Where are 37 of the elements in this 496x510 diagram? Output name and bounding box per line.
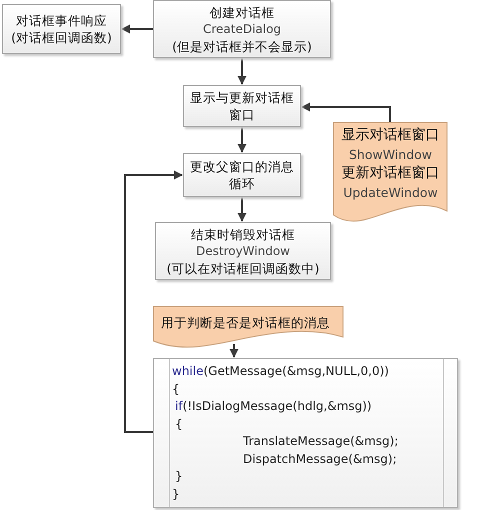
arrow xyxy=(238,197,246,222)
document-shape xyxy=(333,122,448,224)
label-text: 结束时销毁对话框 xyxy=(191,226,295,242)
label-text: (可以在对话框回调函数中) xyxy=(166,260,320,276)
process-box xyxy=(153,0,331,58)
process-box xyxy=(2,4,121,54)
label-text: DestroyWindow xyxy=(196,242,290,260)
process-box xyxy=(183,85,301,127)
label-text: 对话框事件响应(对话框回调函数) xyxy=(10,12,113,46)
arrow xyxy=(238,127,246,153)
code-line: if(!IsDialogMessage(hdlg,&msg)) xyxy=(175,399,372,414)
label-text: 创建对话框 xyxy=(210,4,274,20)
code-line: while(GetMessage(&msg,NULL,0,0)) xyxy=(172,364,389,379)
arrow xyxy=(121,24,153,34)
arrow xyxy=(238,58,246,85)
code-line: DispatchMessage(&msg); xyxy=(243,452,397,466)
label-text: 更改父窗口的消息循环 xyxy=(189,158,295,192)
label-text: 用于判断是否是对话框的消息 xyxy=(161,314,330,331)
code-line: TranslateMessage(&msg); xyxy=(243,434,398,449)
label-text: 显示与更新对话框窗口 xyxy=(189,89,295,123)
arrow xyxy=(230,344,238,358)
code-line: } xyxy=(175,469,183,484)
code-box xyxy=(153,358,458,508)
arrow xyxy=(301,102,391,124)
process-box xyxy=(183,153,301,197)
label-text: (但是对话框并不会显示) xyxy=(172,38,312,54)
label-text: UpdateWindow xyxy=(343,184,438,202)
label-text: 显示对话框窗口 xyxy=(342,126,440,145)
label-text: ShowWindow xyxy=(348,146,432,164)
process-box xyxy=(155,222,331,280)
code-line: { xyxy=(172,382,180,396)
arrow xyxy=(124,170,183,433)
code-line: } xyxy=(172,486,180,502)
label-text: 更新对话框窗口 xyxy=(342,164,440,183)
note-shape xyxy=(153,306,344,350)
label-text: CreateDialog xyxy=(202,20,282,38)
code-line: { xyxy=(175,416,183,432)
